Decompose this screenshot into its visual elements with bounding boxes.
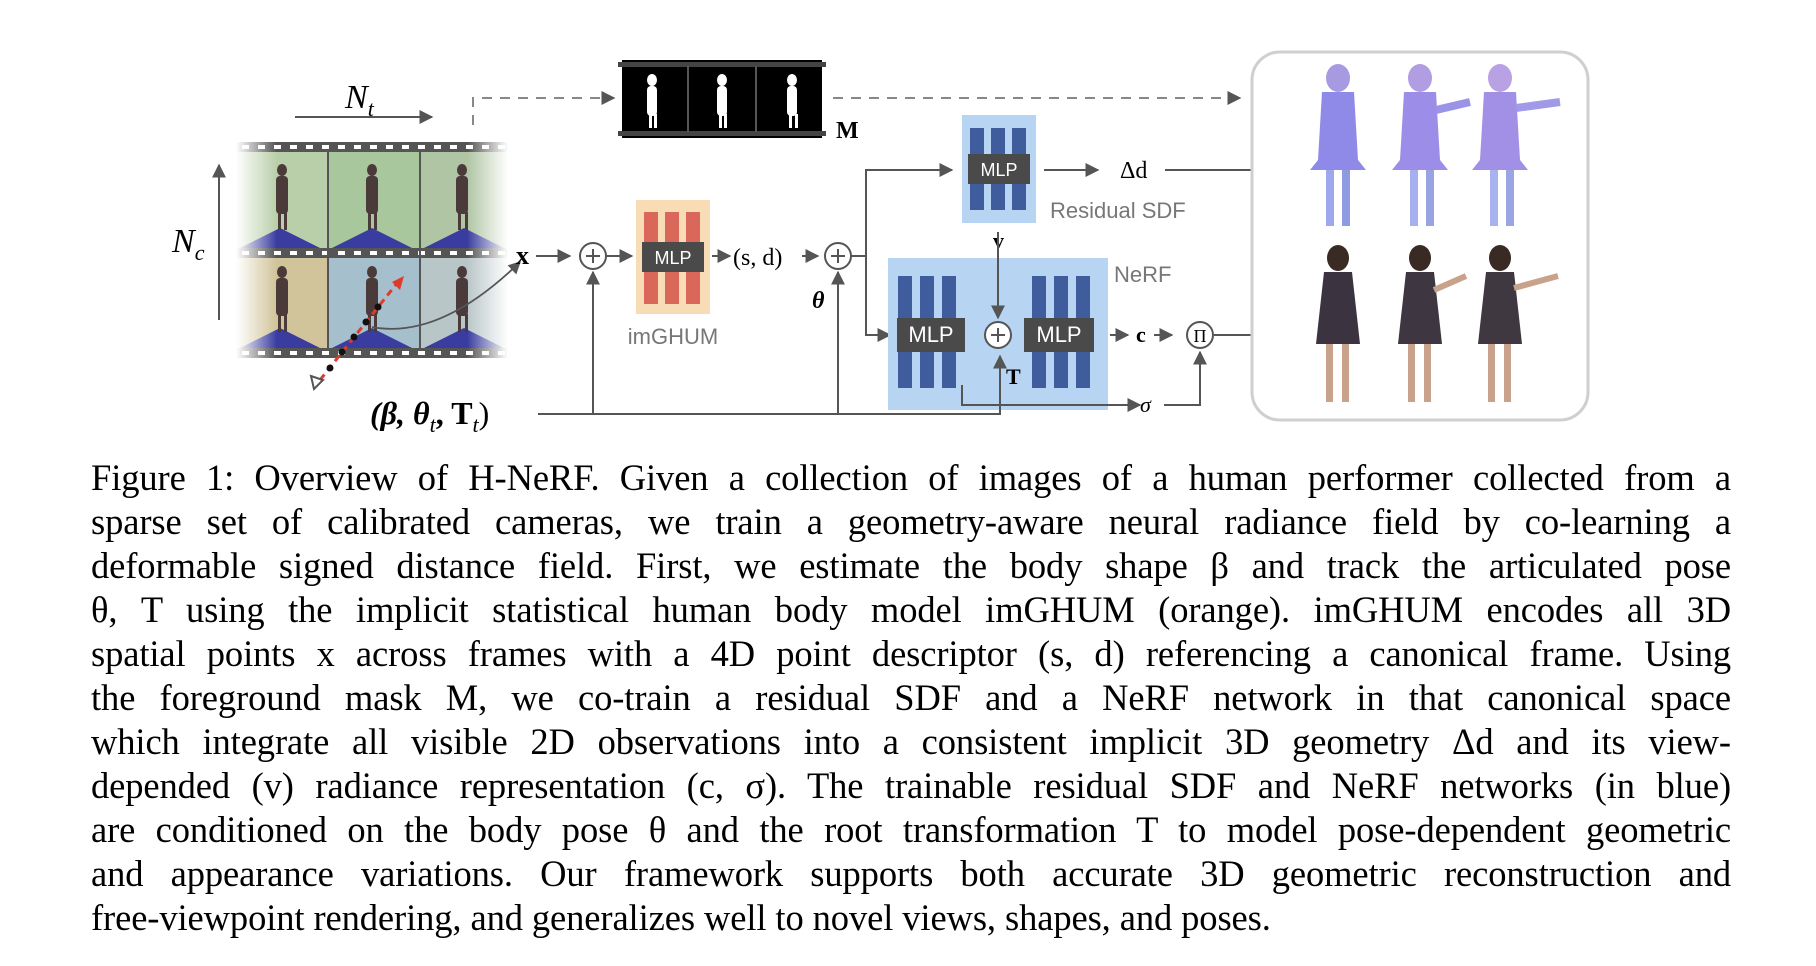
- figure-1-diagram: Nt Nc: [0, 0, 1816, 450]
- caption-line-4: θ, T using the implicit statistical huma…: [91, 589, 1731, 630]
- nerf-label: NeRF: [1114, 262, 1171, 287]
- imghum-mlp-label: MLP: [654, 248, 691, 268]
- residual-sdf-mlp-label: MLP: [980, 160, 1017, 180]
- nerf-mlp-2-label: MLP: [1036, 322, 1081, 347]
- output-renderings-panel: [1250, 50, 1590, 422]
- caption-line-1: Figure 1: Overview of H-NeRF. Given a co…: [91, 457, 1731, 498]
- figure-caption: Figure 1: Overview of H-NeRF. Given a co…: [91, 456, 1731, 940]
- mask-label: M: [836, 118, 859, 144]
- x-label: x: [516, 241, 529, 270]
- theta-label: θ: [812, 288, 825, 314]
- volume-render-node: Π: [1186, 321, 1214, 349]
- caption-line-7: which integrate all visible 2D observati…: [91, 721, 1731, 762]
- nt-arrow: Nt: [295, 79, 434, 124]
- camera-ray: [309, 261, 521, 391]
- residual-sdf-label: Residual SDF: [1050, 198, 1186, 223]
- residual-sdf-block: MLP Residual SDF: [962, 115, 1186, 223]
- c-label: c: [1136, 322, 1146, 347]
- nerf-block: MLP MLP NeRF T: [888, 232, 1171, 412]
- svg-text:Nc: Nc: [171, 223, 205, 265]
- caption-line-11: free-viewpoint rendering, and generalize…: [91, 897, 1271, 938]
- imghum-label: imGHUM: [628, 324, 718, 349]
- camera-frames-grid: [236, 142, 521, 391]
- svg-text:Nt: Nt: [344, 79, 375, 121]
- input-params-label: (β, θt, Tt): [370, 395, 489, 437]
- foreground-mask-strip: M: [618, 60, 859, 144]
- caption-line-3: deformable signed distance field. First,…: [91, 545, 1731, 586]
- nc-sub: c: [195, 240, 205, 265]
- nc-label: N: [171, 223, 197, 260]
- delta-d-label: Δd: [1120, 158, 1147, 184]
- nt-label: N: [344, 79, 370, 116]
- product-label: Π: [1194, 326, 1207, 346]
- concat-node-1: [579, 242, 607, 270]
- caption-line-9: are conditioned on the body pose θ and t…: [91, 809, 1731, 850]
- caption-line-10: and appearance variations. Our framework…: [91, 853, 1731, 894]
- appearance-renders: [1316, 245, 1559, 402]
- caption-line-2: sparse set of calibrated cameras, we tra…: [91, 501, 1731, 542]
- concat-node-3: [984, 321, 1012, 349]
- imghum-block: MLP imGHUM: [628, 200, 718, 349]
- nerf-mlp-1-label: MLP: [908, 322, 953, 347]
- caption-line-8: depended (v) radiance representation (c,…: [91, 765, 1731, 806]
- sd-label: (s, d): [733, 245, 782, 271]
- nt-sub: t: [368, 96, 375, 121]
- caption-line-5: spatial points x across frames with a 4D…: [91, 633, 1731, 674]
- caption-line-6: the foreground mask M, we co-train a res…: [91, 677, 1731, 718]
- concat-node-2: [824, 242, 852, 270]
- nc-arrow: Nc: [171, 163, 226, 320]
- T-label: T: [1006, 364, 1021, 389]
- sigma-label: σ: [1140, 392, 1152, 417]
- geometry-renders: [1310, 64, 1561, 226]
